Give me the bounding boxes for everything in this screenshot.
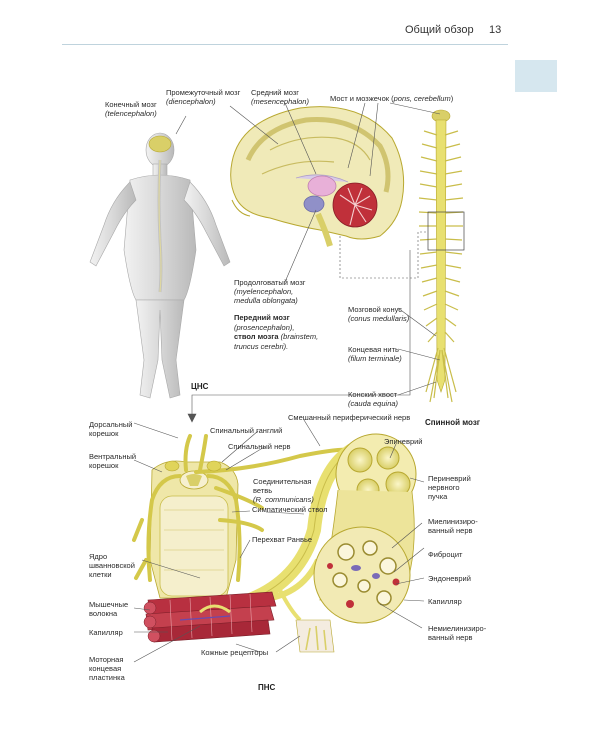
label-motor-3: пластинка — [89, 673, 125, 682]
label-skin-receptors: Кожные рецепторы — [201, 648, 268, 657]
label-unmyelinated-1: Немиелинизиро- — [428, 624, 486, 633]
caption-pns: ПНС — [258, 683, 275, 692]
muscle-fibers — [144, 592, 276, 642]
label-endoneurium: Эндоневрий — [428, 574, 471, 583]
label-node-of-ranvier: Перехват Ранвье — [252, 535, 312, 544]
label-myelinated-nerve: Миелинизиро- ванный нерв — [428, 517, 478, 535]
label-mesencephalon-lat: (mesencephalon) — [251, 97, 309, 106]
label-ventral-root: Вентральный корешок — [89, 452, 136, 470]
label-telencephalon: Конечный мозг (telencephalon) — [105, 100, 157, 118]
label-telencephalon-lat: (telencephalon) — [105, 109, 157, 118]
skin-receptor-inset — [296, 620, 334, 652]
label-prosen-ru: Передний мозг — [234, 313, 290, 322]
label-muscle-2: волокна — [89, 609, 117, 618]
label-mixed-nerve: Смешанный периферический нерв — [288, 413, 410, 422]
label-motor-1: Моторная — [89, 655, 123, 664]
caption-spinal-cord: Спинной мозг — [425, 418, 480, 427]
label-diencephalon-ru: Промежуточный мозг — [166, 88, 240, 97]
label-pons-lat: pons, cerebellum — [394, 94, 451, 103]
label-perineurium: Периневрий нервного пучка — [428, 474, 471, 502]
label-myel-ru: Продолговатый мозг — [234, 278, 306, 287]
label-telencephalon-ru: Конечный мозг — [105, 100, 157, 109]
spinal-cord-figure — [419, 110, 464, 402]
label-ramus-3: (R. communicans) — [253, 495, 314, 504]
label-schwann-3: клетки — [89, 570, 112, 579]
label-schwann-2: шванновской — [89, 561, 135, 570]
label-capillary-left: Капилляр — [89, 628, 123, 637]
caption-cns: ЦНС — [191, 382, 208, 391]
label-diencephalon: Промежуточный мозг (diencephalon) — [166, 88, 240, 106]
label-ventral-root-2: корешок — [89, 461, 118, 470]
label-stem-lat1: (brainstem, — [279, 332, 319, 341]
label-schwann-nucleus: Ядро шванновской клетки — [89, 552, 135, 580]
label-muscle-fibers: Мышечные волокна — [89, 600, 128, 618]
label-stem-lat2: truncus cerebri). — [234, 342, 288, 351]
label-motor-end-plate: Моторная концевая пластинка — [89, 655, 125, 683]
label-prosen-lat: (prosencephalon), — [234, 323, 294, 332]
label-myelencephalon: Продолговатый мозг (myelencephalon, medu… — [234, 278, 306, 306]
label-filum-ru: Концевая нить — [348, 345, 399, 354]
label-fibrocyte: Фиброцит — [428, 550, 462, 559]
label-conus-medullaris: Мозговой конус (conus medullaris) — [348, 305, 409, 323]
label-myel-lat1: (myelencephalon, — [234, 287, 293, 296]
label-dorsal-root-1: Дорсальный — [89, 420, 132, 429]
label-pons-end: ) — [451, 94, 454, 103]
label-myelinated-2: ванный нерв — [428, 526, 473, 535]
label-dorsal-root: Дорсальный корешок — [89, 420, 132, 438]
label-filum-lat: (filum terminale) — [348, 354, 402, 363]
label-ventral-root-1: Вентральный — [89, 452, 136, 461]
label-spinal-ganglion: Спинальный ганглий — [210, 426, 282, 435]
label-pons-ru: Мост и мозжечок ( — [330, 94, 394, 103]
label-ramus-1: Соединительная — [253, 477, 311, 486]
body-brain-overlay — [149, 136, 171, 152]
label-schwann-1: Ядро — [89, 552, 107, 561]
label-perineurium-3: пучка — [428, 492, 447, 501]
label-filum-terminale: Концевая нить (filum terminale) — [348, 345, 402, 363]
label-perineurium-2: нервного — [428, 483, 460, 492]
label-conus-lat: (conus medullaris) — [348, 314, 409, 323]
label-pons-cerebellum: Мост и мозжечок (pons, cerebellum) — [330, 94, 453, 103]
label-muscle-1: Мышечные — [89, 600, 128, 609]
label-spinal-nerve: Спинальный нерв — [228, 442, 291, 451]
label-dorsal-root-2: корешок — [89, 429, 118, 438]
brain-section — [231, 107, 404, 246]
label-epineurium: Эпиневрий — [384, 437, 423, 446]
label-mesencephalon-ru: Средний мозг — [251, 88, 299, 97]
label-perineurium-1: Периневрий — [428, 474, 471, 483]
label-myelinated-1: Миелинизиро- — [428, 517, 478, 526]
label-cauda-equina: Конский хвост (cauda equina) — [348, 390, 398, 408]
label-myel-lat2: medulla oblongata) — [234, 296, 298, 305]
label-cauda-ru: Конский хвост — [348, 390, 397, 399]
label-ramus-2: ветвь — [253, 486, 272, 495]
label-capillary-right: Капилляр — [428, 597, 462, 606]
label-ramus-communicans: Соединительная ветвь (R. communicans) — [253, 477, 314, 505]
label-sympathetic-trunk: Симпатический ствол — [252, 505, 328, 514]
label-mesencephalon: Средний мозг (mesencephalon) — [251, 88, 309, 106]
label-unmyelinated-nerve: Немиелинизиро- ванный нерв — [428, 624, 486, 642]
label-motor-2: концевая — [89, 664, 121, 673]
label-diencephalon-lat: (diencephalon) — [166, 97, 216, 106]
label-prosencephalon-brainstem: Передний мозг (prosencephalon), ствол мо… — [234, 313, 318, 351]
label-cauda-lat: (cauda equina) — [348, 399, 398, 408]
label-stem-ru: ствол мозга — [234, 332, 279, 341]
label-unmyelinated-2: ванный нерв — [428, 633, 473, 642]
label-conus-ru: Мозговой конус — [348, 305, 402, 314]
